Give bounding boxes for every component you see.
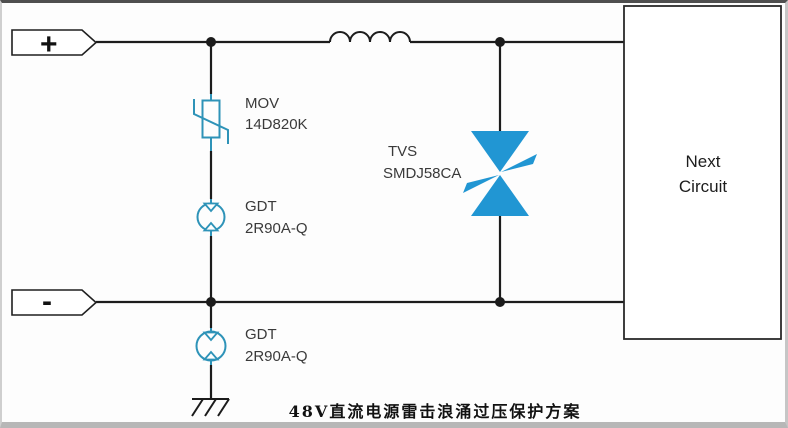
circuit-diagram: + - MOV 14D820K GDT 2R90A-Q	[11, 5, 782, 421]
gdt-top-label: GDT 2R90A-Q	[245, 198, 308, 237]
gdt-bottom-part-text: 2R90A-Q	[245, 348, 308, 365]
gdt-top-type-text: GDT	[245, 198, 277, 215]
tvs-label: TVS SMDJ58CA	[383, 143, 461, 182]
inductor-icon	[329, 31, 411, 43]
junction-dot	[495, 37, 505, 47]
gdt-bottom-type-text: GDT	[245, 326, 277, 343]
tvs-type-text: TVS	[388, 143, 417, 160]
next-circuit-box: Next Circuit	[623, 5, 782, 340]
positive-terminal-label: +	[40, 28, 58, 61]
diagram-caption: 48V直流电源雷击浪涌过压保护方案	[289, 402, 582, 421]
mov-varistor-icon	[193, 99, 229, 144]
tvs-diode-icon	[463, 131, 537, 216]
junction-dot	[206, 297, 216, 307]
junction-dot	[206, 37, 216, 47]
junction-dot	[495, 297, 505, 307]
ground-icon	[191, 398, 230, 417]
tvs-part-text: SMDJ58CA	[383, 165, 461, 182]
mov-label: MOV 14D820K	[245, 95, 308, 133]
negative-terminal-label: -	[42, 285, 52, 318]
negative-terminal: -	[11, 285, 98, 318]
next-circuit-text-line2: Circuit	[679, 177, 727, 196]
positive-terminal: +	[11, 28, 98, 61]
gdt-bottom-icon	[195, 330, 227, 362]
gdt-bottom-label: GDT 2R90A-Q	[245, 326, 308, 365]
mov-part-text: 14D820K	[245, 116, 308, 133]
next-circuit-text-line1: Next	[686, 152, 721, 171]
gdt-top-icon	[196, 202, 226, 232]
gdt-top-part-text: 2R90A-Q	[245, 220, 308, 237]
junction-dots	[206, 37, 505, 307]
mov-type-text: MOV	[245, 95, 279, 112]
